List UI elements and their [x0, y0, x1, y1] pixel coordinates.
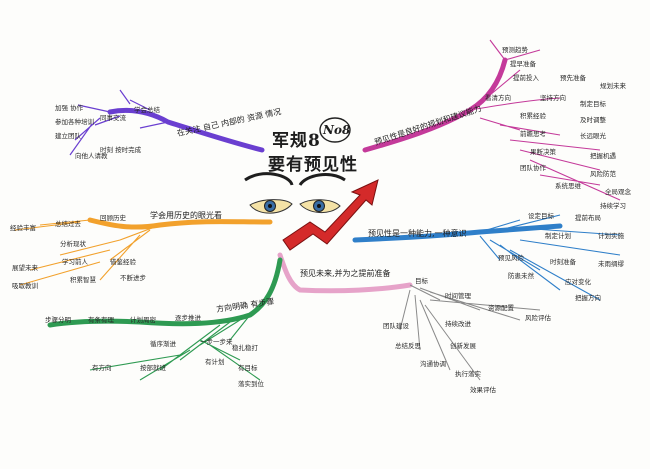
- leaf: 果断决策: [530, 148, 556, 156]
- leaf: 计划实施: [598, 232, 624, 240]
- leaf: 前瞻思考: [520, 130, 546, 138]
- leaf: 提前投入: [513, 74, 539, 82]
- leaf: 效果评估: [470, 386, 496, 394]
- arrow-icon: [282, 179, 379, 251]
- leaf: 制定目标: [580, 100, 606, 108]
- badge-ring: [319, 117, 351, 143]
- leaf: 长远眼光: [580, 132, 606, 140]
- leaf: 提早准备: [510, 60, 536, 68]
- leaf: 有条有理: [88, 316, 114, 324]
- branch-line-blue: [352, 223, 563, 243]
- leaf: 应对变化: [565, 278, 591, 286]
- leaf: 时刻 按时完成: [100, 146, 142, 154]
- leaf: 持续改进: [445, 320, 471, 328]
- leaf: 预先准备: [560, 74, 586, 82]
- leaf: 积累智慧: [70, 276, 96, 284]
- leaf: 向他人请教: [75, 152, 108, 160]
- leaf: 执行落实: [455, 370, 481, 378]
- leaf: 总结过去: [55, 220, 81, 228]
- leaf: 循序渐进: [150, 340, 176, 348]
- leaf: 沟通协调: [420, 360, 446, 368]
- number-badge: No8: [323, 123, 351, 137]
- leaf: 时刻准备: [550, 258, 576, 266]
- leaf: 回顾历史: [100, 214, 126, 222]
- branch-label-right-low: 预见未来,并为之提前准备: [300, 269, 391, 278]
- leaf: 吸取教训: [12, 282, 38, 290]
- leaf: 分析现状: [60, 240, 86, 248]
- leaf: 有目标: [238, 364, 258, 372]
- leaf: 规划未来: [600, 82, 626, 90]
- leaf: 总结反思: [395, 342, 421, 350]
- leaf: 团队协作: [520, 164, 546, 172]
- branch-line-pink: [277, 252, 413, 294]
- leaf: 系统思维: [555, 182, 581, 190]
- leaf: 经验丰富: [10, 224, 36, 232]
- leaf: 有计划: [205, 358, 225, 366]
- leaf: 时间管理: [445, 292, 471, 300]
- leaf: 团队建设: [383, 322, 409, 330]
- branch-line-purple: [107, 107, 265, 153]
- leaf: 学会总结: [134, 106, 160, 114]
- leaf: 加强 协作: [55, 104, 84, 112]
- leaf: 建立团队: [55, 132, 81, 140]
- leaf: 稳扎稳打: [232, 344, 258, 352]
- leaf: 预测趋势: [502, 46, 528, 54]
- leaf: 坚持方向: [540, 94, 566, 102]
- leaf: 一步一步来: [200, 338, 233, 346]
- leaf: 防患未然: [508, 272, 534, 280]
- branch-label-right-mid: 预见性是一种能力,一种意识: [368, 229, 467, 238]
- leaf: 展望未来: [12, 264, 38, 272]
- leaf: 同事交流: [100, 114, 126, 122]
- leaf: 制定计划: [545, 232, 571, 240]
- leaf: 看清方向: [485, 94, 511, 102]
- leaf: 逐步推进: [175, 314, 201, 322]
- leaf: 设定目标: [528, 212, 554, 220]
- leaf: 持续学习: [600, 202, 626, 210]
- branch-line-green: [47, 257, 283, 328]
- leaf: 计划周密: [130, 316, 156, 324]
- branch-label-left-mid: 学会用历史的眼光看: [150, 211, 222, 220]
- leaf: 有方向: [92, 364, 112, 372]
- leaf: 提前布局: [575, 214, 601, 222]
- leaf: 创新发展: [450, 342, 476, 350]
- leaf: 落实到位: [238, 380, 264, 388]
- leaf: 借鉴经验: [110, 258, 136, 266]
- leaf: 把握机遇: [590, 152, 616, 160]
- leaf: 风险评估: [525, 314, 551, 322]
- leaf: 把握方向: [575, 294, 601, 302]
- leaf: 不断进步: [120, 274, 146, 282]
- branch-line-orange: [87, 217, 273, 230]
- leaf: 风险防范: [590, 170, 616, 178]
- central-title-line1: 军规8: [272, 131, 321, 151]
- leaf: 预见风险: [498, 254, 524, 262]
- leaf: 资源配置: [488, 304, 514, 312]
- eyes-icon: [244, 172, 346, 214]
- leaf: 目标: [415, 277, 428, 285]
- leaf: 学习前人: [62, 258, 88, 266]
- branch-line-magenta: [362, 57, 508, 153]
- leaf: 及时调整: [580, 116, 606, 124]
- leaf: 积累经验: [520, 112, 546, 120]
- leaf: 步骤分明: [45, 316, 71, 324]
- leaf: 全局观念: [605, 188, 631, 196]
- central-title-line2: 要有预见性: [268, 155, 358, 175]
- leaf: 参加各种培训: [55, 118, 94, 126]
- leaf: 未雨绸缪: [598, 260, 624, 268]
- leaf: 按部就班: [140, 364, 166, 372]
